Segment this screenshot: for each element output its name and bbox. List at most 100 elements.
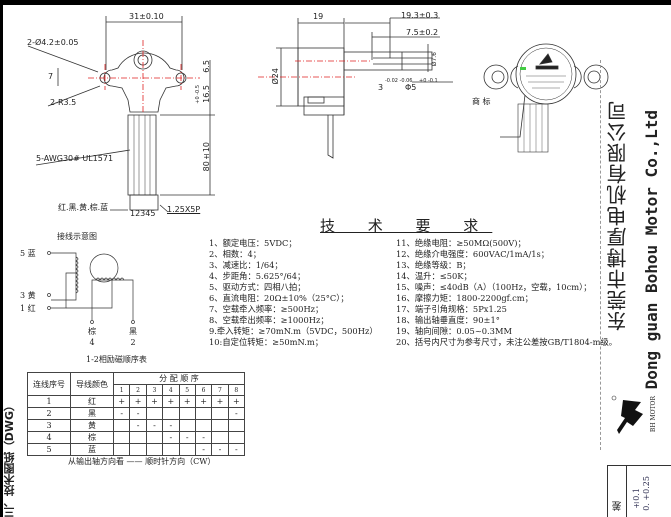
sequence-cell: -	[145, 419, 164, 432]
sequence-cell: -	[227, 407, 246, 420]
requirement-item: 18、输出轴垂直度：90±1°	[396, 315, 500, 325]
connector-spec: 1.25X5P	[167, 205, 201, 214]
table-header-row: 连线序号导线颜色分 配 顺 序	[27, 372, 245, 396]
step-header: 4	[162, 384, 180, 396]
sequence-cell	[129, 431, 147, 444]
requirement-item: 4、步距角：5.625°/64；	[209, 271, 306, 281]
company-name-en: Dong guan Bohou Motor Co.,Ltd	[642, 110, 661, 390]
sequence-cell	[162, 407, 180, 420]
hole-dimension: 2-Ø4.2±0.05	[27, 38, 79, 47]
requirement-item: 19、轴向间隙：0.05~0.3MM	[396, 326, 512, 336]
lead-color: 黑	[129, 327, 137, 336]
sequence-cell	[112, 419, 131, 432]
requirement-item: 15、噪声：≤40dB（A）（100Hz，空载，10cm）；	[396, 282, 592, 292]
requirement-item: 7、空载牵入频率：≥500Hz；	[209, 304, 324, 314]
tolerance-block: 差 ±0.1 0. +0.25	[607, 465, 671, 517]
shaft-flat-dimension: 3	[378, 83, 384, 92]
header-lead-number: 连线序号	[27, 372, 71, 396]
sequence-cell	[145, 431, 164, 444]
step-header: 3	[145, 384, 164, 396]
shaft-diameter-tolerance: +0 -0.1	[419, 78, 438, 84]
tolerance-value: ±0.1	[632, 488, 641, 510]
wire-color-cell: 黄	[70, 419, 114, 432]
lead-number-cell: 4	[27, 431, 71, 444]
requirement-item: 16、摩擦力矩：1800-2200gf.cm；	[396, 293, 533, 303]
header-wire-color: 导线颜色	[70, 372, 114, 396]
requirements-left-list: 1、额定电压：5VDC； 2、相数：4； 3、减速比：1/64； 4、步距角：5…	[209, 238, 378, 348]
ear-offset-dimension: 7	[48, 72, 54, 81]
requirement-item: 6、直流电阻：20Ω±10%（25°C）；	[209, 293, 349, 303]
width-dimension: 31±0.10	[129, 12, 164, 21]
requirement-item: 11、绝缘电阻：≥50MΩ(500V)；	[396, 238, 526, 248]
sequence-cell: +	[112, 395, 131, 408]
step-header: 5	[178, 384, 196, 396]
sequence-cell: -	[129, 407, 147, 420]
sequence-cell: +	[162, 395, 180, 408]
body-length-dimension: 19	[313, 12, 324, 21]
shaft-flat-tolerance: -0.02 -0.06	[385, 78, 413, 84]
sequence-cell: -	[194, 443, 213, 456]
lead-1-label: 1 红	[20, 303, 36, 314]
sequence-cell: -	[178, 431, 196, 444]
logo-text: BH MOTOR	[650, 396, 657, 433]
lead-number: 4	[89, 338, 95, 347]
wiring-title: 接线示意图	[57, 232, 97, 241]
label-view-drawing	[483, 43, 609, 153]
sequence-cell	[145, 443, 164, 456]
lead-number: 2	[130, 338, 136, 347]
lead-3-label: 3 黄	[20, 290, 36, 301]
lead-number-cell: 3	[27, 419, 71, 432]
sequence-cell: -	[112, 407, 131, 420]
shaft-diameter-dimension: Φ5	[405, 83, 417, 92]
requirement-item: 14、温升：≤50K；	[396, 271, 472, 281]
wire-color-cell: 黑	[70, 407, 114, 420]
sequence-cell	[194, 419, 213, 432]
lead-color: 黄	[27, 291, 36, 300]
requirement-item: 20、括号内尺寸为参考尺寸，未注公差按GB/T1804-m级。	[396, 337, 618, 347]
wire-color-cell: 红	[70, 395, 114, 408]
sequence-cell	[178, 419, 196, 432]
sequence-direction-note: 从输出轴方向看 —— 顺时针方向（CW）	[68, 457, 216, 466]
lead-number: 1	[20, 304, 26, 313]
requirement-item: 1、额定电压：5VDC；	[209, 238, 297, 248]
requirement-item: 9.牵入转矩：≥70mN.m（5VDC，500Hz）	[209, 326, 378, 336]
sequence-table-caption: 1-2相励磁顺序表	[86, 355, 147, 364]
requirement-item: 10:自定位转矩：≥50mN.m；	[209, 337, 324, 347]
sequence-cell	[227, 431, 246, 444]
tolerance-label: 差	[613, 501, 624, 511]
sequence-cell: -	[162, 431, 180, 444]
header-sequence: 分 配 顺 序	[113, 372, 245, 385]
sequence-cell	[211, 407, 229, 420]
lead-number-cell: 5	[27, 443, 71, 456]
flat-length-dimension: 7.5±0.2	[406, 28, 439, 37]
height-dimension: 16.5	[202, 85, 211, 103]
step-header: 8	[227, 384, 246, 396]
tolerance-value: 0. +0.25	[642, 476, 651, 511]
lead-color: 红	[27, 304, 36, 313]
sequence-cell	[211, 431, 229, 444]
sequence-cell	[112, 431, 131, 444]
sequence-cell: +	[194, 395, 213, 408]
sequence-cell	[145, 407, 164, 420]
body-diameter-dimension: Ø24	[271, 68, 280, 85]
wire-colors: 红.黑.黄.棕.蓝	[58, 203, 109, 212]
top-border	[0, 0, 671, 5]
step-header: 6	[194, 384, 213, 396]
requirement-item: 13、绝缘等级：B；	[396, 260, 471, 270]
trademark-label: 商 标	[472, 97, 491, 106]
requirement-item: 2、相数：4；	[209, 249, 262, 259]
side-view-drawing	[258, 17, 453, 159]
step-header: 2	[129, 384, 147, 396]
wire-spec: 5-AWG30# UL1571	[36, 154, 114, 163]
divider	[600, 60, 602, 450]
sequence-cell	[227, 419, 246, 432]
lead-length-dimension: 80±10	[202, 142, 211, 172]
lead-number: 5	[20, 249, 26, 258]
height-tolerance: +0 -0.5	[195, 85, 201, 104]
